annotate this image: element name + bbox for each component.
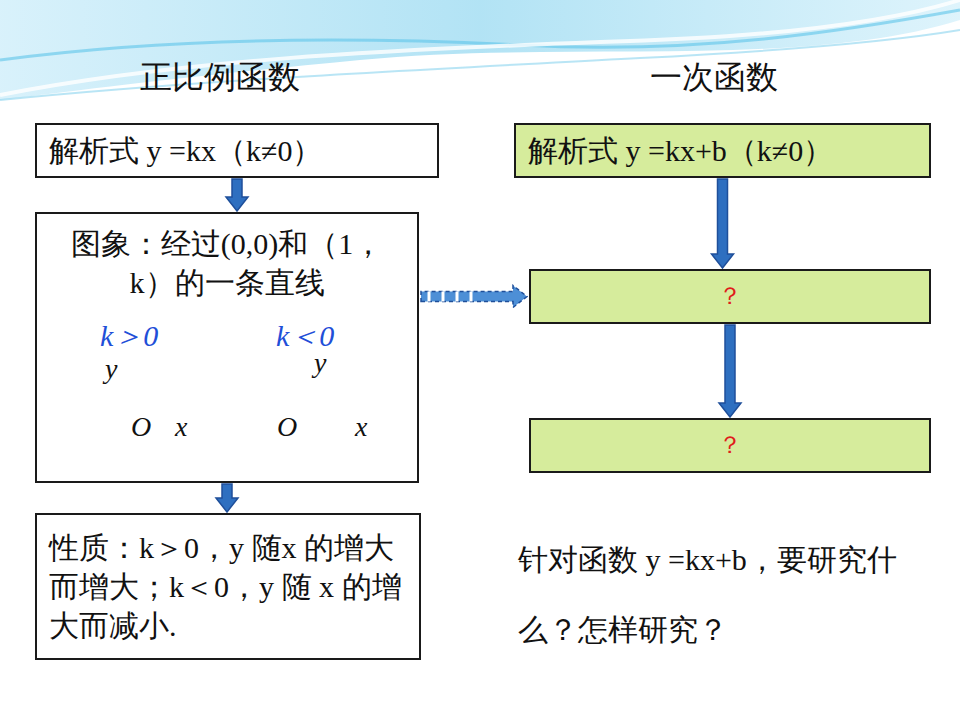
box-text: 解析式 y =kx（k≠0） [49, 131, 322, 170]
text-box: ？ [529, 418, 931, 473]
graph-label: O [131, 410, 151, 444]
text-box: 图象：经过(0,0)和（1，k）的一条直线 [35, 212, 419, 483]
graph-label: y [105, 352, 117, 386]
box-text: ？ [718, 430, 742, 461]
graph-label: x [175, 410, 187, 444]
text-box: ？ [529, 269, 931, 324]
dash-gap [428, 292, 431, 302]
text-box: 解析式 y =kx+b（k≠0） [514, 123, 931, 178]
dash-gap [470, 292, 473, 302]
box-text: ？ [718, 281, 742, 312]
dash-gap [456, 292, 459, 302]
block-arrow [226, 179, 248, 211]
question-note: 针对函数 y =kx+b，要研究什么？怎样研究？ [518, 525, 918, 665]
block-arrow [719, 325, 741, 417]
box-text: 解析式 y =kx+b（k≠0） [528, 131, 833, 170]
block-arrow [216, 484, 238, 512]
text-box: 解析式 y =kx（k≠0） [35, 123, 439, 178]
box-text: 图象：经过(0,0)和（1，k）的一条直线 [49, 224, 405, 302]
dash-gap [442, 292, 445, 302]
graph-label: O [277, 410, 297, 444]
text-box: 性质：k＞0，y 随x 的增大而增大；k＜0，y 随 x 的增大而减小. [35, 513, 421, 660]
box-text: 性质：k＞0，y 随x 的增大而增大；k＜0，y 随 x 的增大而减小. [49, 528, 407, 645]
column-heading: 正比例函数 [140, 58, 300, 96]
graph-label: k＞0 [100, 318, 158, 354]
dashed-block-arrow [421, 286, 527, 308]
column-heading: 一次函数 [650, 58, 778, 96]
block-arrow [712, 179, 734, 268]
graph-label: y [314, 346, 326, 380]
graph-label: x [355, 410, 367, 444]
